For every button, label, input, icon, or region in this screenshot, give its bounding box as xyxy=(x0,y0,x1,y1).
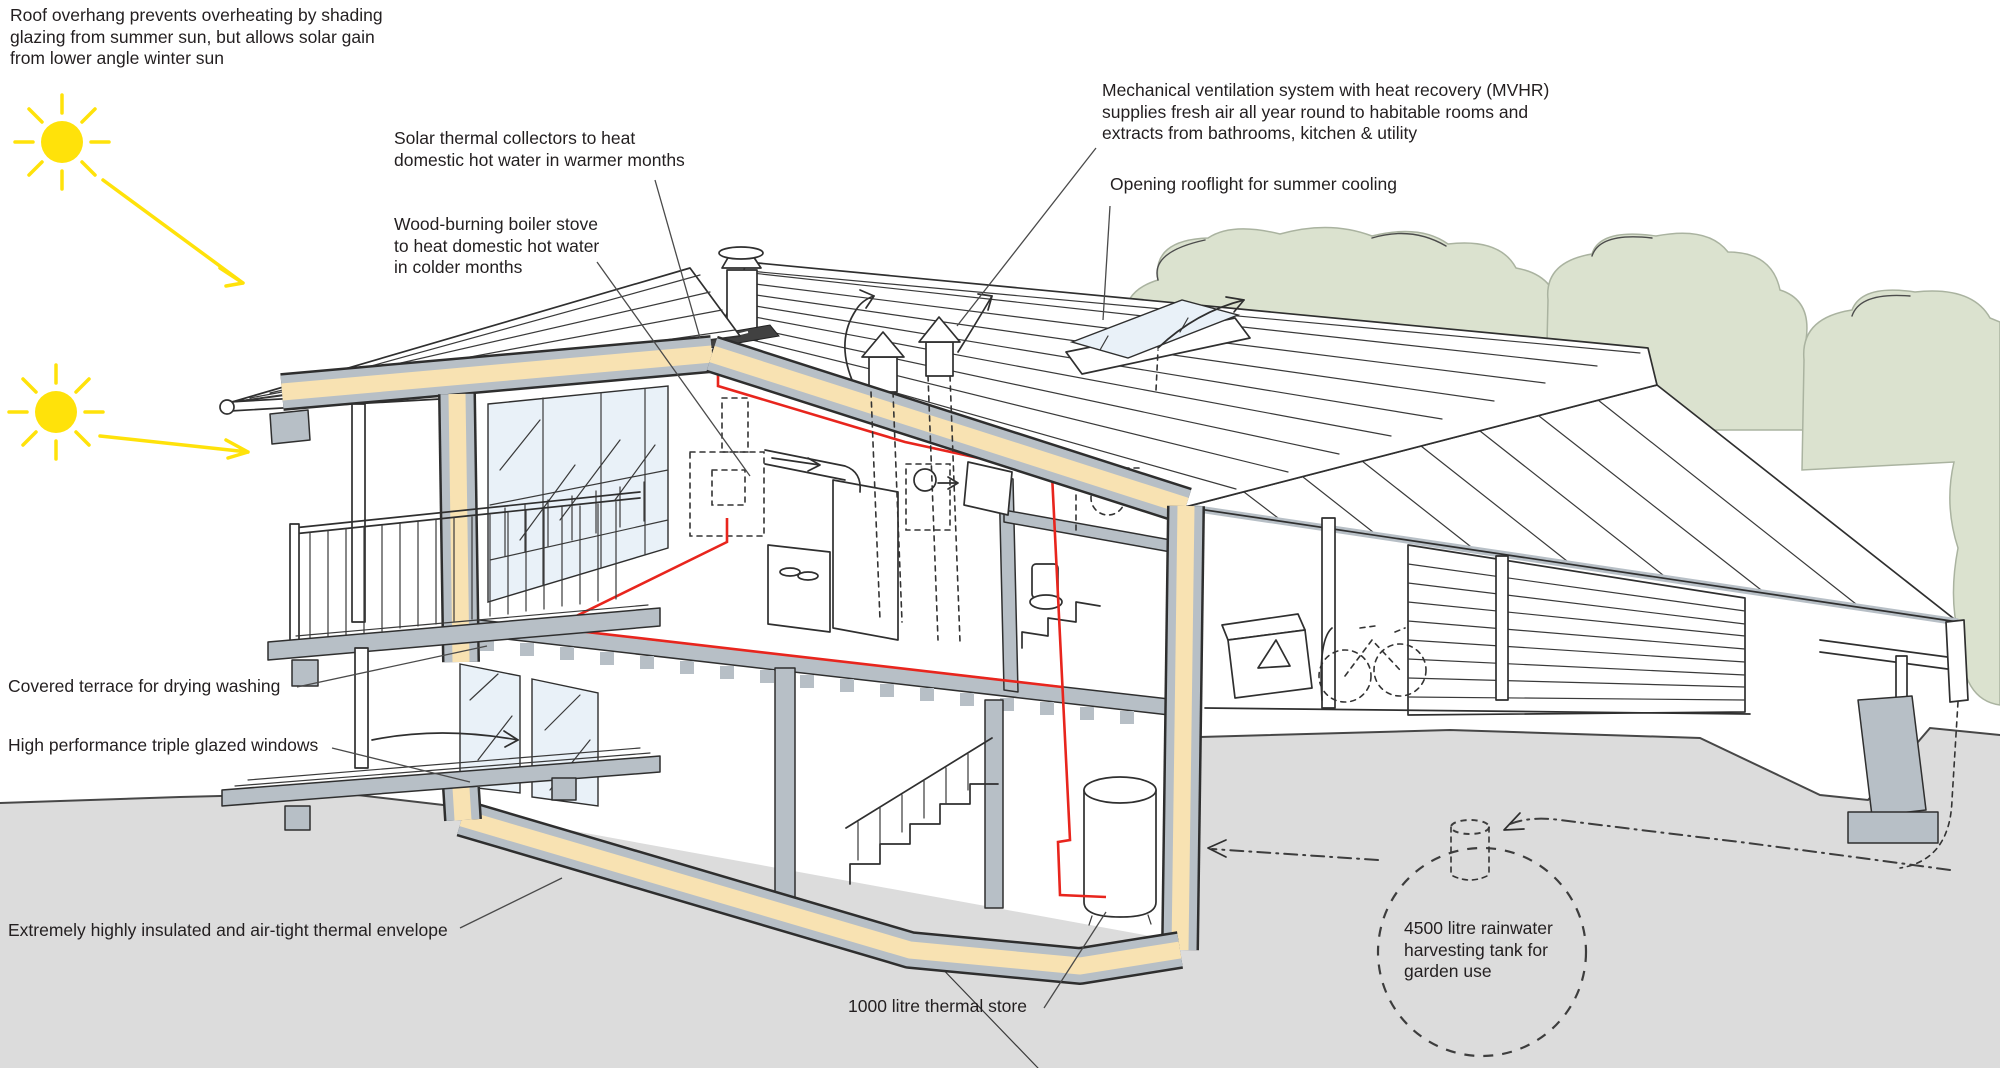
air-arrow xyxy=(977,293,993,311)
balcony-post xyxy=(351,403,366,623)
label-terrace: Covered terrace for drying washing xyxy=(8,676,281,696)
label-envelope: Extremely highly insulated and air-tight… xyxy=(8,920,448,940)
stairs xyxy=(774,601,1101,911)
rooflight-glass xyxy=(1069,299,1241,359)
thermal-store xyxy=(1083,776,1157,926)
partition-wall xyxy=(984,699,1004,909)
winter-sun-icon xyxy=(7,363,250,461)
railing-post xyxy=(289,523,300,647)
thermal-envelope xyxy=(280,335,1205,985)
supply-air-arrow xyxy=(771,457,821,472)
leader-lines xyxy=(296,147,1111,1009)
label-solar-thermal: Solar thermal collectors to heat domesti… xyxy=(394,128,685,170)
rainwater-tank xyxy=(1207,812,1951,1058)
air-arrow xyxy=(859,289,875,309)
carport-post xyxy=(1495,555,1509,701)
house-interior xyxy=(371,362,1183,940)
heating-pipe-red xyxy=(547,348,1107,899)
upper-glazed-wall xyxy=(487,385,669,603)
extract-air-arrow xyxy=(937,476,959,490)
label-thermal-store: 1000 litre thermal store xyxy=(848,996,1027,1016)
recycling-box-icon xyxy=(1221,613,1313,699)
basin-unit xyxy=(963,461,1013,516)
summer-sun-arrow xyxy=(101,178,245,288)
terrace-deck xyxy=(221,747,661,831)
label-wood-boiler: Wood-burning boiler stove to heat domest… xyxy=(394,214,600,278)
upper-steps xyxy=(1021,601,1101,649)
balcony-deck xyxy=(267,607,661,661)
rainwater-downpipe xyxy=(1945,619,1969,703)
mvhr-unit xyxy=(764,449,959,641)
carport-post xyxy=(1321,517,1336,709)
label-rainwater: 4500 litre rainwater harvesting tank for… xyxy=(1404,918,1553,982)
rainwater-outflow-line xyxy=(1211,848,1379,861)
air-arrow xyxy=(503,730,519,748)
pier-footing xyxy=(1847,811,1939,844)
partition-wall xyxy=(774,667,796,911)
balcony xyxy=(267,403,661,769)
rooflight xyxy=(1065,296,1251,391)
winter-sun-arrow xyxy=(98,434,250,460)
mvhr-ducts-dashed xyxy=(870,375,961,643)
rooflight-air-arrow xyxy=(1225,296,1245,313)
bicycle-icon xyxy=(1318,625,1427,703)
pergola-post xyxy=(1895,655,1908,703)
label-windows: High performance triple glazed windows xyxy=(8,735,319,755)
bathroom xyxy=(963,461,1183,693)
kitchen-counter xyxy=(767,544,831,633)
label-rooflight: Opening rooflight for summer cooling xyxy=(1110,174,1397,194)
concrete-pier xyxy=(1857,695,1927,817)
label-mvhr: Mechanical ventilation system with heat … xyxy=(1102,80,1550,144)
carport xyxy=(1184,384,1969,869)
label-roof-overhang: Roof overhang prevents overheating by sh… xyxy=(10,5,383,69)
rainwater-inflow-line xyxy=(1509,817,1951,871)
timber-slat-screen xyxy=(1407,544,1746,716)
summer-sun-icon xyxy=(13,93,245,288)
gutter xyxy=(219,399,235,415)
terrace-post xyxy=(354,647,369,769)
